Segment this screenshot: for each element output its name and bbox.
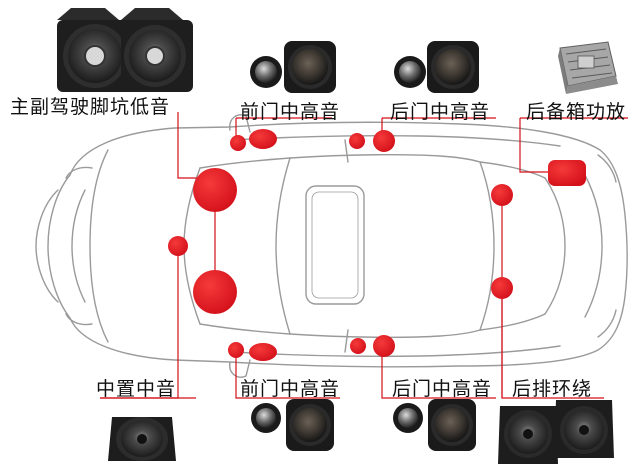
amplifier-marker <box>548 160 586 186</box>
tweeter-midrange-pair-icon-rear-bottom <box>393 399 476 451</box>
amplifier-label: 后备箱功放 <box>526 101 627 123</box>
subwoofer-left-marker <box>193 168 237 212</box>
subwoofer-speaker-icon <box>57 8 193 92</box>
amplifier-icon <box>558 41 618 94</box>
leader-lines <box>100 112 628 399</box>
rear-door-top-label: 后门中高音 <box>390 101 491 123</box>
front-mid-top-marker <box>249 129 277 149</box>
car-body-outline <box>35 114 628 378</box>
center-label: 中置中音 <box>96 378 177 400</box>
surround-speaker-pair-icon <box>498 400 614 464</box>
speaker-markers <box>168 129 586 361</box>
subwoofer-right-marker <box>193 270 237 314</box>
center-marker <box>168 236 188 256</box>
tweeter-midrange-pair-icon <box>250 41 336 93</box>
surround-left-marker <box>491 184 513 206</box>
subwoofer-label: 主副驾驶脚坑低音 <box>10 96 171 118</box>
front-mid-bottom-marker <box>249 343 277 361</box>
surround-label: 后排环绕 <box>512 378 593 400</box>
rear-tweeter-bottom-marker <box>350 338 366 354</box>
rear-tweeter-top-marker <box>349 133 365 149</box>
front-tweeter-top-marker <box>230 135 246 151</box>
front-door-bottom-label: 前门中高音 <box>240 378 341 400</box>
rear-mid-top-marker <box>373 130 395 152</box>
rear-mid-bottom-marker <box>373 335 395 357</box>
center-speaker-icon <box>108 417 176 461</box>
front-tweeter-bottom-marker <box>228 342 244 358</box>
tweeter-midrange-pair-icon-front-bottom <box>251 399 334 451</box>
rear-door-bottom-label: 后门中高音 <box>392 378 493 400</box>
surround-right-marker <box>491 277 513 299</box>
tweeter-midrange-pair-icon-rear-top <box>394 41 479 93</box>
front-door-top-label: 前门中高音 <box>240 101 341 123</box>
